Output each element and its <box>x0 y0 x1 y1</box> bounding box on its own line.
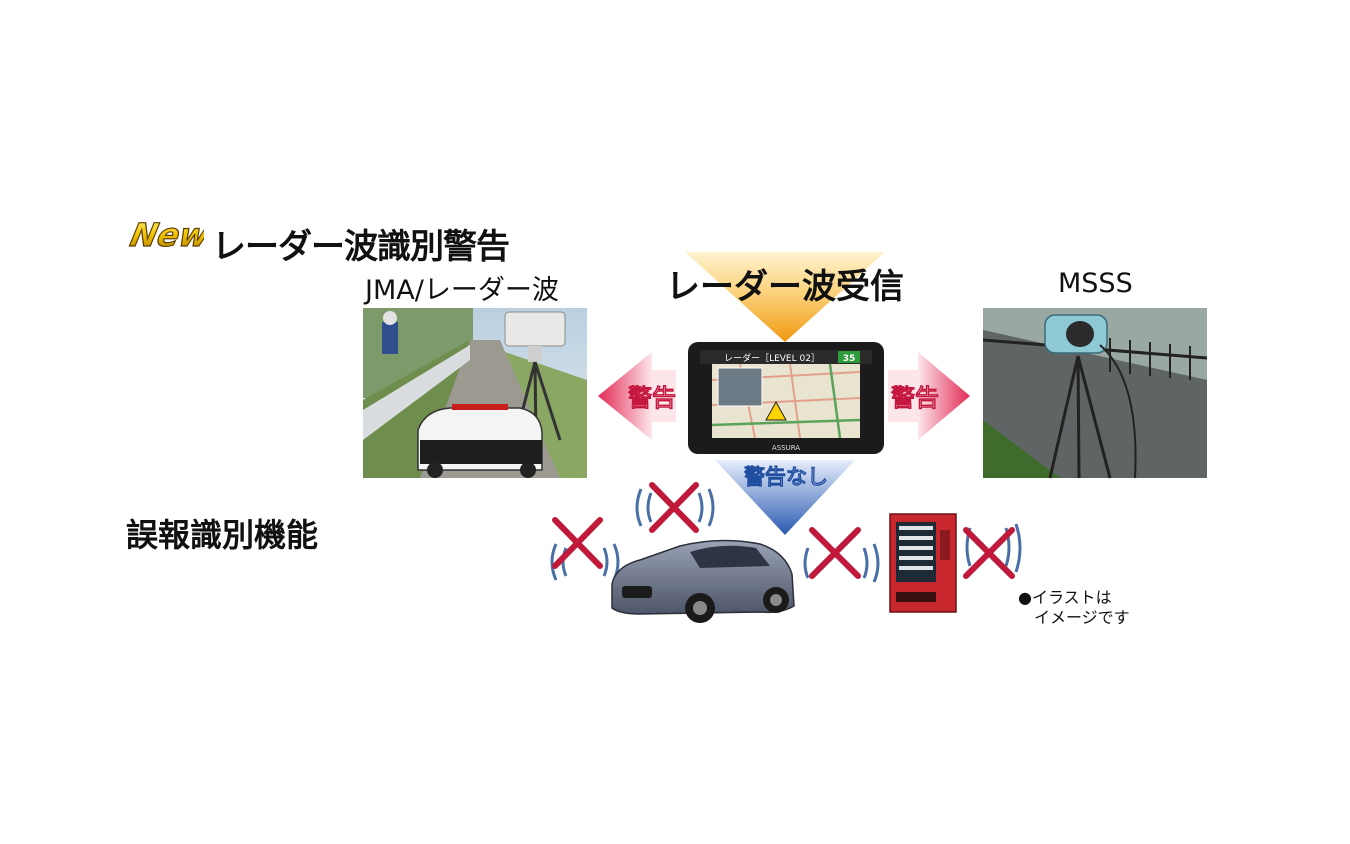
feature-title: レーダー波識別警告 <box>212 227 510 267</box>
suv-car <box>611 539 795 623</box>
radar-receive-label: レーダー波受信 <box>666 267 904 307</box>
radar-receive-arrow: レーダー波受信 <box>666 252 904 342</box>
illustration-note: ●イラストは イメージです <box>1018 588 1130 628</box>
warn-right-arrow: 警告 <box>888 352 970 440</box>
new-badge-logo: New <box>126 216 204 255</box>
no-warning-label: 警告なし <box>743 465 828 489</box>
warn-left-arrow: 警告 <box>598 352 676 440</box>
false-alarm-title: 誤報識別機能 <box>126 516 319 554</box>
note-line-2: イメージです <box>1034 608 1130 627</box>
cross-icons <box>552 482 1015 579</box>
msss-photo <box>982 308 1208 479</box>
cross-icon-1 <box>552 517 603 569</box>
screen-header: レーダー［LEVEL 02］ <box>724 352 820 364</box>
warn-left-label: 警告 <box>627 384 676 412</box>
cross-icon-3 <box>809 527 861 579</box>
msss-label: MSSS <box>1058 268 1133 299</box>
no-warning-arrow: 警告なし <box>715 460 855 535</box>
screen-brand: ASSURA <box>772 444 800 452</box>
jma-label: JMA/レーダー波 <box>365 275 559 306</box>
cross-icon-4 <box>963 527 1015 579</box>
jma-photo <box>363 308 587 478</box>
screen-speed: 35 <box>843 354 856 364</box>
warn-right-label: 警告 <box>890 384 939 412</box>
note-line-1: ●イラストは <box>1018 588 1112 607</box>
vending-machine <box>889 513 957 613</box>
cross-icon-2 <box>649 482 699 533</box>
radar-detector-device: レーダー［LEVEL 02］ 35 ASSURA <box>688 342 884 454</box>
svg-text:New: New <box>127 216 204 254</box>
